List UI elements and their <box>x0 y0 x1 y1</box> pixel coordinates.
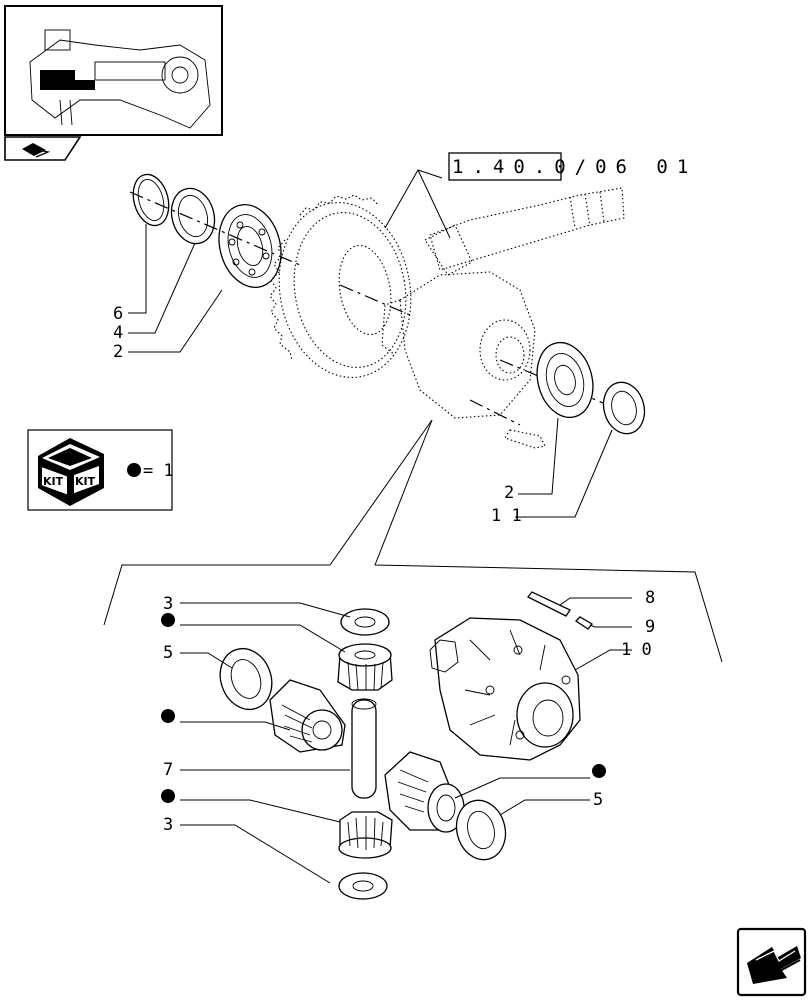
part-pinion-shaft-lower <box>351 698 377 799</box>
assembly-thumbnail[interactable] <box>4 5 223 136</box>
reference-code: 1.40.0/06 01 <box>448 152 697 181</box>
kit-bullet-icon <box>127 463 141 477</box>
part-roll-pin <box>526 591 571 617</box>
callout-3-bottom: 3 <box>163 815 173 835</box>
part-dowel <box>574 616 593 630</box>
part-seal <box>170 187 216 245</box>
kit-marker <box>161 709 175 723</box>
part-pinion-shaft <box>424 187 625 276</box>
part-bearing-upper <box>218 204 282 288</box>
callout-6: 6 <box>113 304 123 324</box>
kit-equals: = 1 <box>143 461 174 481</box>
callout-4: 4 <box>113 323 123 343</box>
part-circlip <box>132 173 170 227</box>
part-planet-gear-right <box>384 751 465 833</box>
part-spacer-left <box>219 647 273 711</box>
callout-7: 7 <box>163 760 173 780</box>
callout-10: 1 0 <box>621 640 652 660</box>
kit-marker <box>161 613 175 627</box>
part-bearing-right <box>536 341 594 419</box>
callout-5-right: 5 <box>593 790 603 810</box>
callout-9: 9 <box>645 617 655 637</box>
part-side-gear-top <box>337 643 393 691</box>
kit-label-left: KIT <box>43 475 64 488</box>
navigation-tab[interactable] <box>4 136 82 161</box>
kit-box-icon: KIT KIT <box>38 438 104 506</box>
callout-2-upper: 2 <box>113 342 123 362</box>
part-diff-case <box>429 617 581 761</box>
part-diff-housing <box>381 271 546 449</box>
part-thrust-washer-bottom <box>338 872 388 900</box>
part-planet-gear-left <box>269 679 346 753</box>
next-page-button[interactable] <box>736 927 807 997</box>
callout-3-top: 3 <box>163 594 173 614</box>
part-side-gear-bottom <box>338 811 393 859</box>
part-crown-wheel <box>269 194 412 378</box>
part-thrust-washer-top <box>340 608 390 636</box>
part-spacer-right <box>455 799 507 861</box>
callout-11: 1 1 <box>491 506 522 526</box>
reference-text: 1.40.0/06 01 <box>452 156 697 178</box>
kit-marker <box>592 764 606 778</box>
callout-5-left: 5 <box>163 643 173 663</box>
kit-marker <box>161 789 175 803</box>
kit-label-right: KIT <box>75 475 96 488</box>
kit-legend: KIT KIT = 1 <box>27 429 174 511</box>
part-ring-nut <box>602 381 646 435</box>
callout-2-right: 2 <box>504 483 514 503</box>
callout-8: 8 <box>645 588 655 608</box>
